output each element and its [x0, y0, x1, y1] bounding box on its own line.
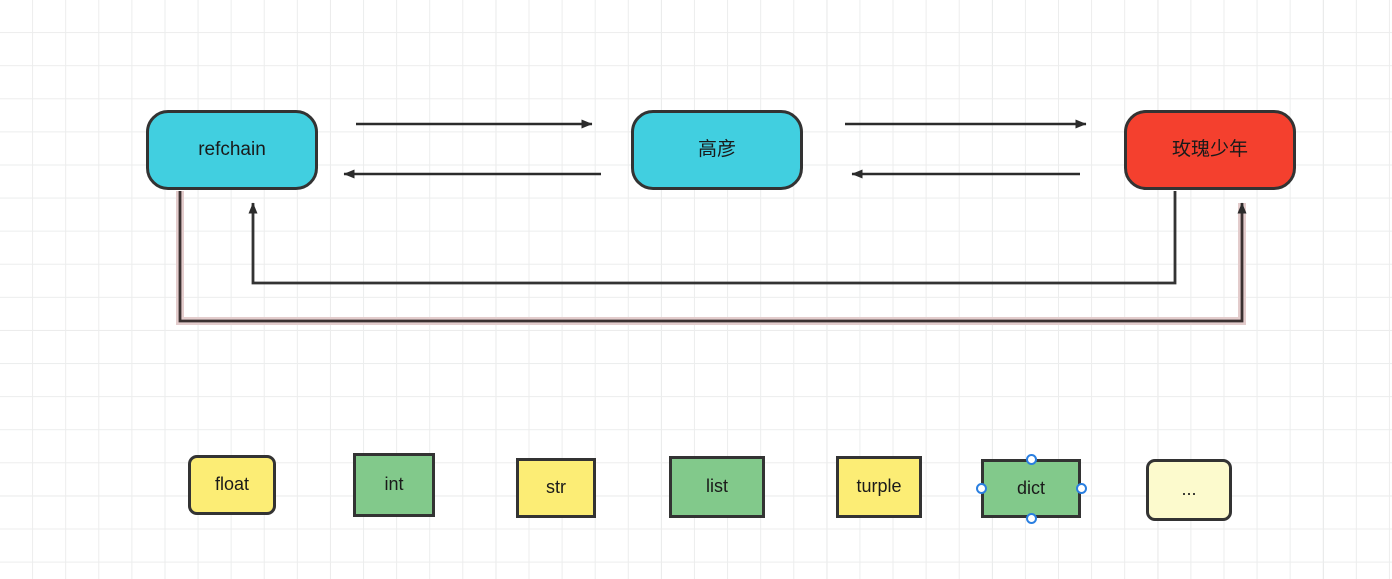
node-meiguishaonian-label: 玫瑰少年 — [1171, 138, 1248, 160]
node-float-label: float — [214, 474, 250, 495]
node-refchain[interactable]: refchain — [146, 110, 318, 190]
node-dict-label: dict — [1016, 477, 1045, 498]
selection-handle-left[interactable] — [975, 483, 987, 494]
connector-refchain-to-meiguishaonian-selected[interactable] — [176, 191, 1247, 325]
connector-meiguishaonian-to-refchain[interactable] — [248, 191, 1177, 285]
node-int-label: int — [384, 474, 404, 495]
node-refchain-label: refchain — [198, 138, 266, 160]
node-gaoyan-label: 高彦 — [697, 138, 736, 160]
selection-handle-top[interactable] — [1025, 453, 1037, 465]
node-int[interactable]: int — [353, 453, 435, 517]
node-ellipsis[interactable]: ... — [1146, 459, 1232, 521]
node-list-label: list — [706, 476, 728, 497]
node-gaoyan[interactable]: 高彦 — [631, 110, 803, 190]
node-str-label: str — [546, 477, 566, 498]
node-float[interactable]: float — [188, 455, 276, 515]
selection-handle-bottom[interactable] — [1025, 512, 1037, 524]
node-str[interactable]: str — [516, 458, 596, 518]
node-meiguishaonian[interactable]: 玫瑰少年 — [1124, 110, 1296, 190]
node-dict[interactable]: dict — [981, 459, 1081, 518]
selection-handle-right[interactable] — [1075, 483, 1087, 494]
node-turple[interactable]: turple — [836, 456, 922, 518]
node-list[interactable]: list — [669, 456, 765, 518]
node-turple-label: turple — [856, 476, 902, 497]
node-ellipsis-label: ... — [1181, 479, 1197, 500]
